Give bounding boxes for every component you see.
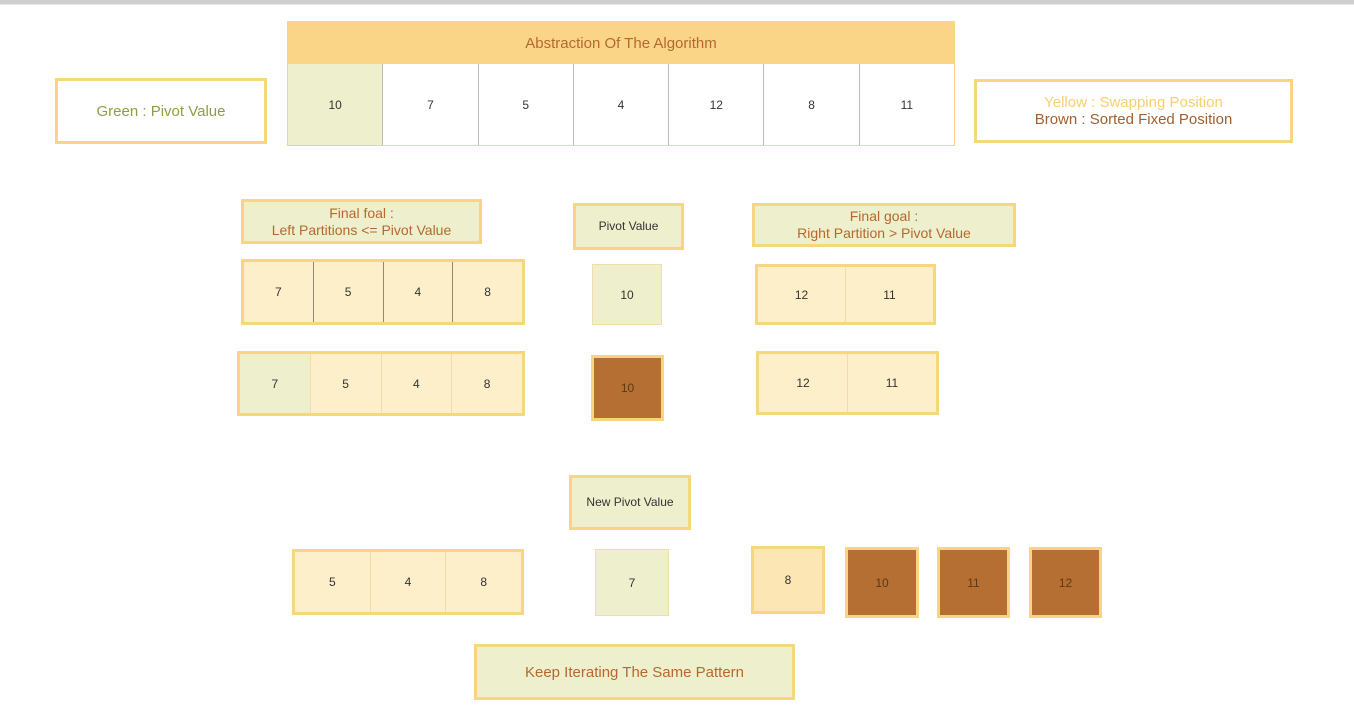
step3-pivot-value: 7	[628, 575, 636, 590]
step3-fixed-cell: 11	[937, 547, 1010, 618]
array-cell: 4	[383, 262, 454, 322]
step2-pivot-fixed: 10	[591, 355, 664, 421]
keep-iterating-note: Keep Iterating The Same Pattern	[474, 644, 795, 700]
legend-yellow-text: Yellow : Swapping Position	[1044, 94, 1223, 111]
legend-pivot-text: Green : Pivot Value	[96, 102, 226, 120]
main-array: 10 7 5 4 12 8 11	[288, 64, 954, 145]
step3-fixed-value: 11	[967, 575, 980, 590]
array-cell: 12	[669, 64, 765, 145]
step3-fixed-value: 10	[875, 575, 889, 590]
step1-right-partition: 12 11	[755, 264, 936, 325]
array-cell: 12	[758, 267, 846, 322]
array-cell: 4	[573, 64, 670, 145]
step2-left-partition: 7 5 4 8	[237, 351, 525, 416]
step3-swap-cell: 8	[751, 546, 825, 614]
array-cell: 5	[295, 552, 371, 612]
left-goal-line2: Left Partitions <= Pivot Value	[271, 221, 452, 238]
panel-title: Abstraction Of The Algorithm	[288, 22, 954, 64]
array-cell: 11	[848, 354, 936, 412]
window-top-border	[0, 0, 1354, 5]
array-cell: 5	[310, 354, 382, 413]
legend-brown-text: Brown : Sorted Fixed Position	[1034, 111, 1233, 128]
step3-fixed-cell: 10	[845, 547, 919, 618]
legend-swap-fixed: Yellow : Swapping Position Brown : Sorte…	[974, 79, 1293, 143]
left-partition-goal: Final foal : Left Partitions <= Pivot Va…	[241, 199, 482, 244]
array-cell: 5	[478, 64, 574, 145]
array-cell: 11	[846, 267, 933, 322]
right-partition-goal: Final goal : Right Partition > Pivot Val…	[752, 203, 1016, 247]
array-cell: 8	[453, 262, 522, 322]
right-goal-line2: Right Partition > Pivot Value	[797, 225, 971, 241]
array-cell: 8	[446, 552, 522, 612]
step2-right-partition: 12 11	[756, 351, 939, 415]
array-cell: 7	[240, 354, 311, 413]
algorithm-abstraction-panel: Abstraction Of The Algorithm 10 7 5 4 12…	[287, 21, 955, 146]
step1-left-partition: 7 5 4 8	[241, 259, 525, 325]
pivot-value-label-text: Pivot Value	[598, 219, 659, 233]
step3-pivot: 7	[595, 549, 669, 616]
step3-fixed-value: 12	[1058, 575, 1073, 590]
array-cell: 10	[288, 64, 384, 145]
step3-left-partition: 5 4 8	[292, 549, 524, 615]
new-pivot-label-text: New Pivot Value	[586, 495, 674, 509]
keep-iterating-text: Keep Iterating The Same Pattern	[524, 663, 745, 681]
panel-title-text: Abstraction Of The Algorithm	[525, 34, 717, 52]
array-cell: 11	[859, 64, 954, 145]
step3-fixed-cell: 12	[1029, 547, 1102, 618]
step1-pivot: 10	[592, 264, 662, 325]
step3-swap-value: 8	[784, 573, 792, 587]
array-cell: 7	[383, 64, 479, 145]
array-cell: 5	[313, 262, 384, 322]
array-cell: 7	[244, 262, 314, 322]
array-cell: 8	[452, 354, 522, 413]
step2-pivot-value: 10	[620, 381, 635, 395]
pivot-value-label: Pivot Value	[573, 203, 684, 250]
legend-pivot: Green : Pivot Value	[55, 78, 267, 144]
array-cell: 4	[370, 552, 447, 612]
step1-pivot-value: 10	[620, 287, 634, 302]
left-goal-line1: Final foal :	[329, 204, 394, 221]
new-pivot-label: New Pivot Value	[569, 475, 691, 530]
array-cell: 12	[759, 354, 848, 412]
right-goal-line1: Final goal :	[849, 208, 919, 224]
array-cell: 4	[381, 354, 453, 413]
array-cell: 8	[764, 64, 860, 145]
